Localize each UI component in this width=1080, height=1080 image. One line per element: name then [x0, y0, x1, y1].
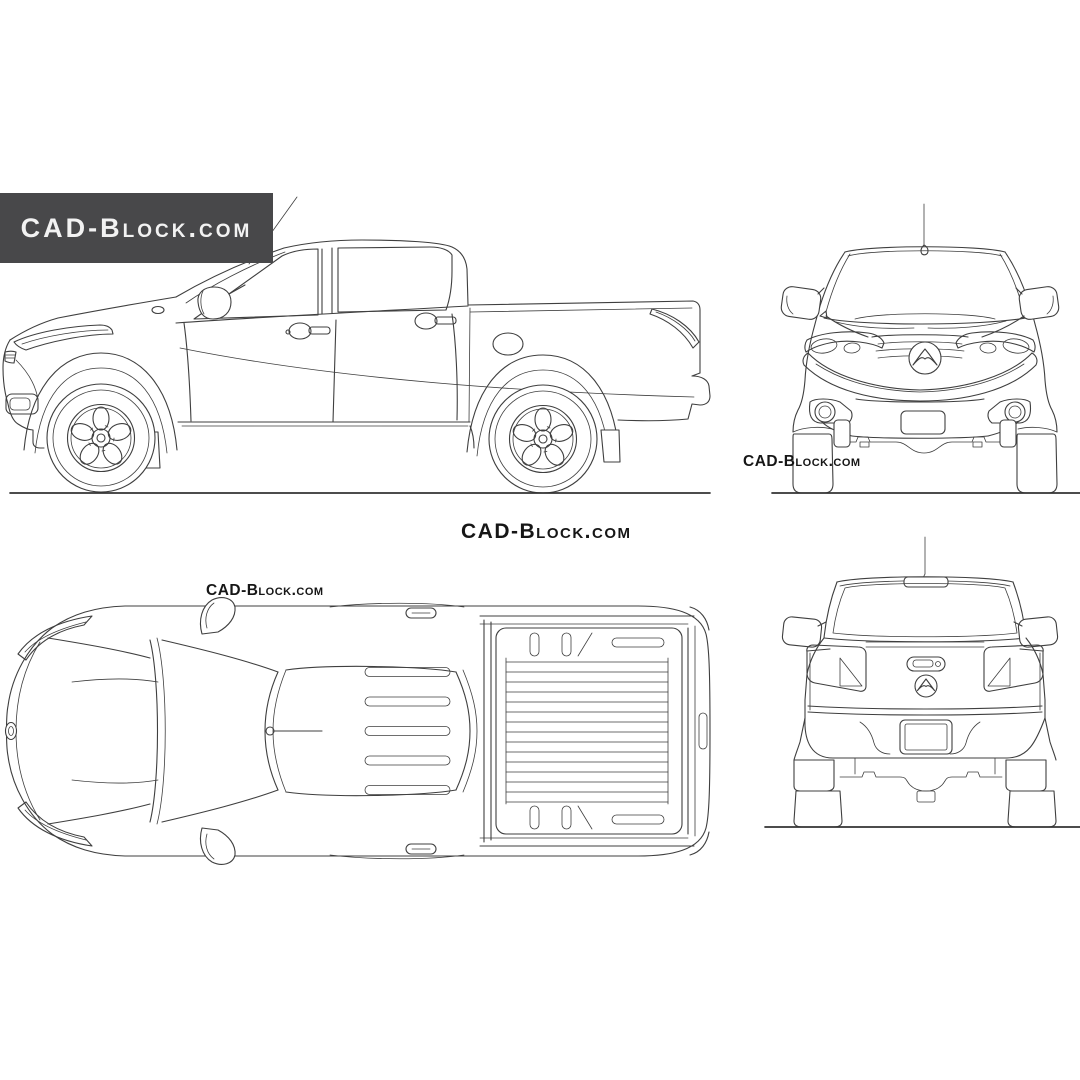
cab-roof-rear: [836, 576, 1014, 588]
side-mirror: [197, 284, 246, 320]
rear-wheel: [488, 384, 598, 494]
license-plate-front: [900, 410, 946, 435]
roof-plan: [285, 665, 478, 797]
third-brake-light: [903, 576, 949, 588]
wheel-arches: [23, 352, 620, 457]
front-wheel: [46, 383, 156, 493]
license-plate-recess: [899, 719, 953, 755]
grille-side: [4, 350, 17, 364]
mud-flaps-front: [833, 419, 1017, 448]
taillights: [806, 644, 1044, 692]
side-mirrors: [780, 286, 1060, 320]
top-body-outline: [5, 605, 711, 857]
watermark-top-view: CAD-Block.com: [206, 582, 324, 599]
antenna-plan: [265, 726, 323, 736]
windshield-plan: [149, 637, 287, 825]
headlights: [804, 331, 1036, 354]
front-end-plan: [4, 615, 159, 847]
rear-window: [823, 581, 1027, 643]
mazda-logo-top: [4, 721, 18, 741]
watermark-center: CAD-Block.com: [461, 520, 632, 543]
underbody-rear: [839, 757, 1003, 803]
tow-hitch: [916, 790, 936, 803]
watermark-front-view: CAD-Block.com: [743, 453, 861, 470]
side-mirrors-rear: [781, 616, 1059, 648]
side-view-drawing: [2, 196, 711, 494]
door-handles-plan: [329, 602, 465, 860]
side-windows: [193, 246, 453, 320]
body-sides: [792, 323, 1058, 433]
fog-lights: [808, 398, 1032, 424]
tailgate-plan: [687, 606, 710, 856]
hood: [825, 313, 1025, 338]
bed-plan: [479, 615, 695, 847]
door-handles: [285, 312, 457, 340]
windshield: [823, 317, 1027, 329]
fuel-cap: [492, 332, 524, 356]
side-mirrors-plan: [199, 597, 236, 865]
headlight: [13, 324, 114, 351]
cad-block-banner-label: CAD-Block.com: [20, 212, 253, 243]
cab-roof-pillars: [814, 246, 1036, 325]
mud-flaps-rear: [793, 717, 1057, 792]
tailgate-handle: [906, 656, 946, 672]
antenna: [923, 536, 926, 583]
front-view-drawing: [771, 203, 1080, 494]
rear-tires: [793, 790, 1057, 828]
tailgate: [807, 641, 1043, 716]
top-view-drawing: [4, 597, 711, 865]
rear-bumper: [804, 717, 1046, 759]
side-body-outline: [2, 239, 711, 449]
underbody-front: [835, 436, 1007, 454]
taillight-side: [649, 308, 700, 349]
mazda-logo: [908, 341, 942, 375]
cad-block-banner: CAD-Block.com: [0, 193, 273, 263]
rear-view-drawing: [764, 536, 1080, 828]
